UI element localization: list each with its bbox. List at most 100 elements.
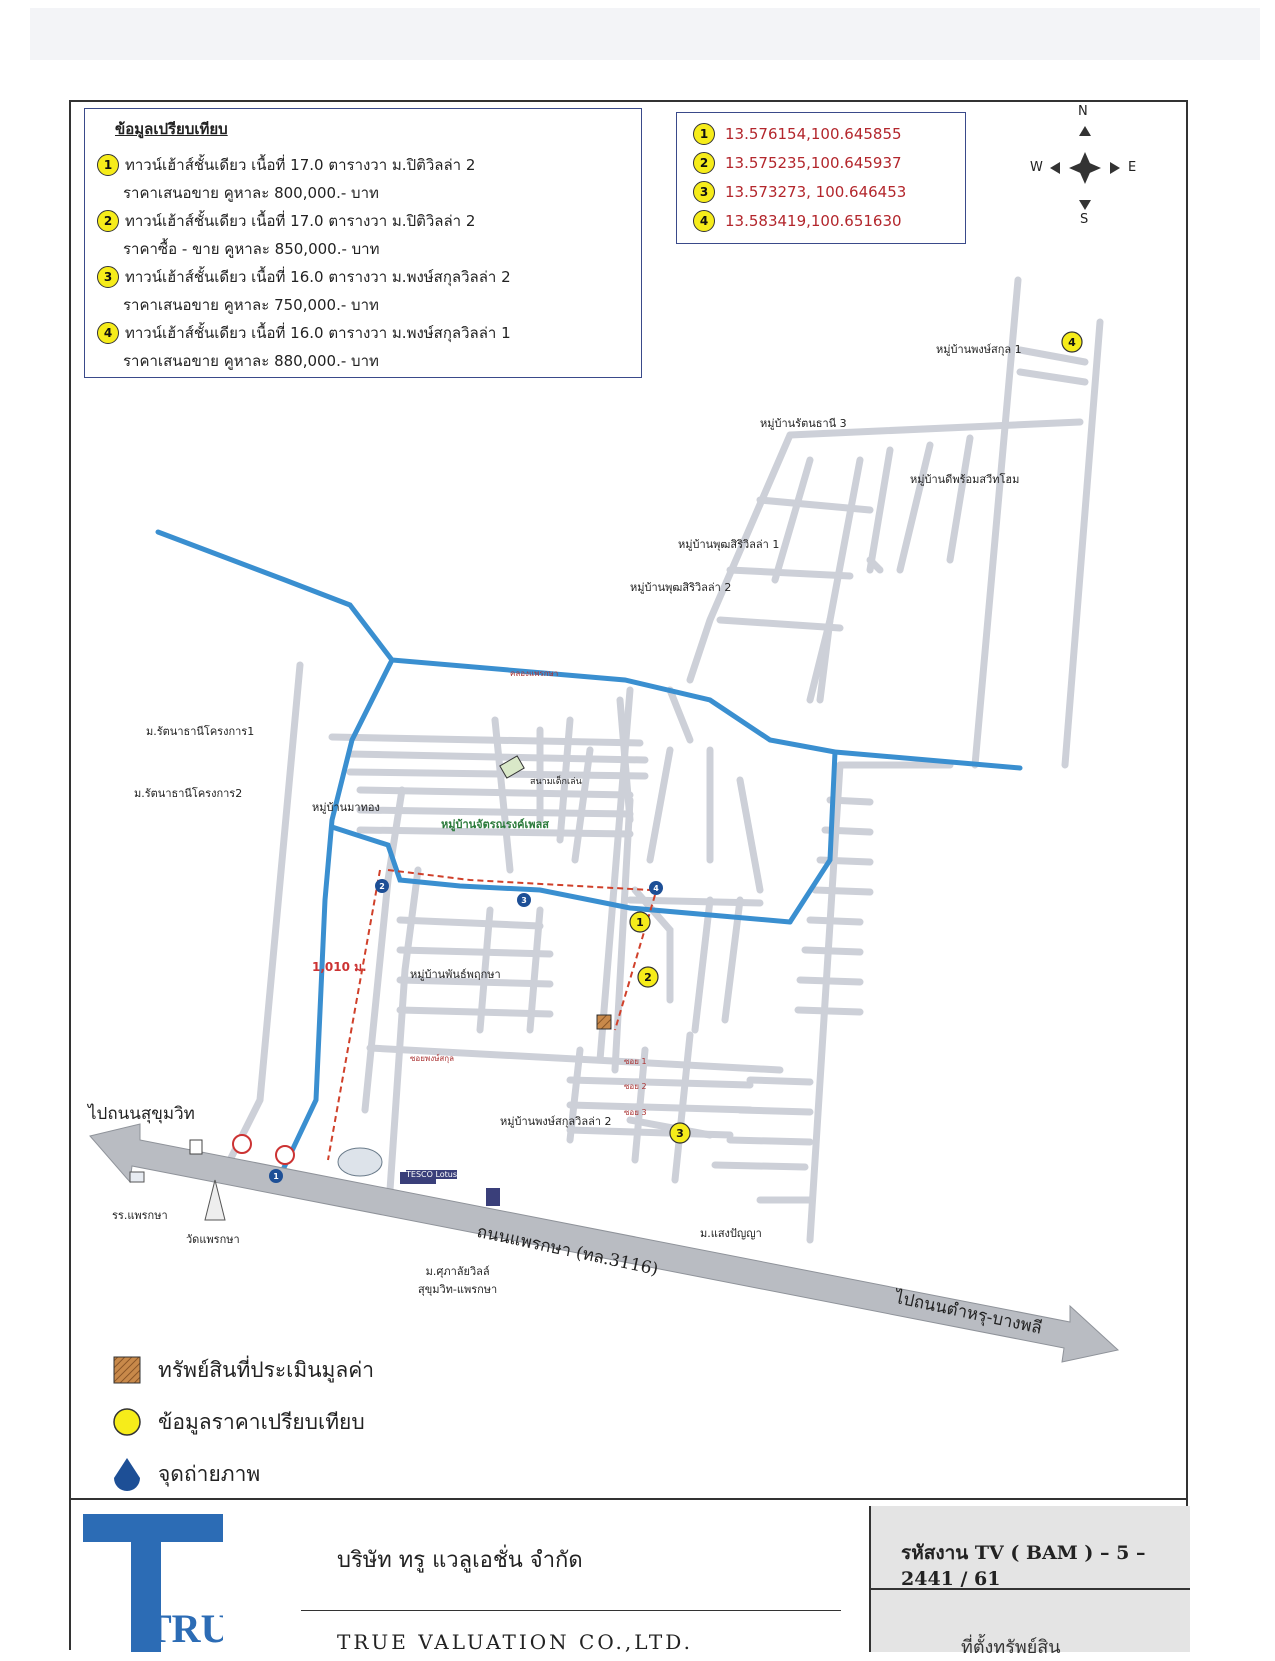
coordinate-value: 13.573273, 100.646453 <box>725 182 907 201</box>
village-label: หมู่บ้านพันธ์พฤกษา <box>410 968 501 981</box>
canal-praeksa <box>155 529 1023 771</box>
job-code-box: รหัสงาน TV ( BAM ) – 5 – 2441 / 61 ที่ตั… <box>869 1506 1190 1658</box>
footer: TRUE บริษัท ทรู แวลูเอชั่น จำกัด TRUE VA… <box>69 1498 1190 1658</box>
legend-label: ทรัพย์สินที่ประเมินมูลค่า <box>158 1357 375 1382</box>
canal-label: คลองแพรกษา <box>510 669 559 678</box>
compass-n: N <box>1078 104 1088 119</box>
bank-scb-icon <box>486 1188 500 1206</box>
photo-points <box>269 879 663 1183</box>
comparison-item-price: ราคาซื้อ - ขาย คูหาละ 850,000.- บาท <box>123 240 380 258</box>
compass-e: E <box>1128 160 1137 175</box>
mall-icon <box>337 1147 383 1177</box>
map-marker-3-num: 3 <box>676 1127 684 1140</box>
map-frame <box>69 100 1188 1650</box>
comparison-item-desc: ทาวน์เฮ้าส์ชั้นเดียว เนื้อที่ 17.0 ตาราง… <box>125 212 476 230</box>
yellow-circle-icon: 4 <box>97 322 119 344</box>
yellow-circle-icon: 1 <box>97 154 119 176</box>
legend-row: จุดถ่ายภาพ <box>112 1448 374 1500</box>
coordinate-row: 1 13.576154,100.645855 <box>693 119 949 148</box>
photo-point-2 <box>375 879 389 893</box>
village-label: หมู่บ้านจัตรณรงค์เพลส <box>441 818 549 831</box>
legend-label: จุดถ่ายภาพ <box>158 1461 261 1486</box>
hatched-square-icon <box>113 1356 141 1384</box>
blue-drop-icon <box>114 1458 140 1491</box>
job-code: รหัสงาน TV ( BAM ) – 5 – 2441 / 61 <box>901 1542 1146 1590</box>
seven-eleven-icon <box>189 1139 203 1155</box>
road-label: ซอยพงษ์สกุล <box>410 1054 455 1063</box>
road-network <box>226 276 1104 1244</box>
yellow-circle-icon: 3 <box>97 266 119 288</box>
photo-point-1 <box>269 1169 283 1183</box>
village-label: หมู่บ้านพงษ์สกุลวิลล่า 2 <box>500 1115 612 1128</box>
yellow-circle-icon: 2 <box>693 151 715 174</box>
comparison-item-price: ราคาเสนอขาย คูหาละ 800,000.- บาท <box>123 184 379 202</box>
village-label: ม.แสงปัญญา <box>700 1227 762 1240</box>
main-road <box>89 1123 1120 1363</box>
village-label: ม.รัตนาธานีโครงการ2 <box>134 787 243 800</box>
comparison-item-price: ราคาเสนอขาย คูหาละ 880,000.- บาท <box>123 352 379 370</box>
job-code-sub: ที่ตั้งทรัพย์สิน <box>961 1637 1061 1658</box>
map-marker-3 <box>669 1122 691 1144</box>
compass-icon <box>1050 126 1120 210</box>
compass-w: W <box>1030 160 1043 175</box>
comparison-item-desc: ทาวน์เฮ้าส์ชั้นเดียว เนื้อที่ 16.0 ตาราง… <box>125 268 511 286</box>
yellow-circle-icon: 4 <box>693 209 715 232</box>
comparison-box: ข้อมูลเปรียบเทียบ 1 ทาวน์เฮ้าส์ชั้นเดียว … <box>84 108 642 378</box>
map-marker-4 <box>1061 331 1083 353</box>
photo-point-3 <box>517 893 531 907</box>
scan-artifact <box>30 8 1260 60</box>
map-canvas: 1 2 3 4 12 34 <box>89 276 1120 1363</box>
coordinate-value: 13.583419,100.651630 <box>725 211 902 230</box>
playground-label: สนามเด็กเล่น <box>530 777 582 787</box>
yellow-circle-icon <box>113 1408 141 1436</box>
company-logo: TRUE <box>83 1514 223 1652</box>
comparison-title: ข้อมูลเปรียบเทียบ <box>115 120 228 138</box>
svg-text:2: 2 <box>379 882 385 891</box>
coordinate-value: 13.576154,100.645855 <box>725 124 902 143</box>
subject-property-marker <box>596 1014 612 1030</box>
road-east <box>806 761 844 1244</box>
village-label: หมู่บ้านพุฒสิริวิลล่า 2 <box>630 581 732 594</box>
compass-s: S <box>1080 212 1089 227</box>
yellow-circle-icon: 1 <box>693 122 715 145</box>
road-direction-label: ไปถนนสุขุมวิท <box>88 1104 195 1124</box>
village-label: หมู่บ้านมาทอง <box>312 801 380 814</box>
school-icon <box>129 1171 145 1183</box>
bank-icon-2 <box>275 1145 295 1165</box>
svg-text:1: 1 <box>273 1172 279 1181</box>
compass-rose: N S W E <box>1030 104 1140 232</box>
legend-row: ทรัพย์สินที่ประเมินมูลค่า <box>112 1344 374 1396</box>
coordinates-box: 1 13.576154,100.645855 2 13.575235,100.645… <box>676 112 966 244</box>
comparison-item-desc: ทาวน์เฮ้าส์ชั้นเดียว เนื้อที่ 16.0 ตาราง… <box>125 324 511 342</box>
svg-text:4: 4 <box>653 884 659 893</box>
comparison-item: 3 ทาวน์เฮ้าส์ชั้นเดียว เนื้อที่ 16.0 ตารา… <box>97 263 629 319</box>
road-label: ซอย 1 <box>624 1057 647 1066</box>
bank-icon <box>232 1134 252 1154</box>
comparison-item: 2 ทาวน์เฮ้าส์ชั้นเดียว เนื้อที่ 17.0 ตารา… <box>97 207 629 263</box>
yellow-circle-icon: 2 <box>97 210 119 232</box>
comparison-item-price: ราคาเสนอขาย คูหาละ 750,000.- บาท <box>123 296 379 314</box>
canal-network <box>155 529 1023 1179</box>
footer-divider <box>301 1610 841 1611</box>
coordinate-row: 2 13.575235,100.645937 <box>693 148 949 177</box>
comparison-item: 4 ทาวน์เฮ้าส์ชั้นเดียว เนื้อที่ 16.0 ตารา… <box>97 319 629 375</box>
village-label: หมู่บ้านรัตนธานี 3 <box>760 417 847 430</box>
distance-label: 1,010 ม. <box>312 960 367 974</box>
temple-label: วัดแพรกษา <box>186 1233 240 1246</box>
comparison-markers <box>629 331 1083 1144</box>
svg-text:3: 3 <box>521 896 527 905</box>
village-label: ม.รัตนาธานีโครงการ1 <box>146 725 255 738</box>
photo-point-4 <box>649 881 663 895</box>
road-label: ซอย 3 <box>624 1108 647 1117</box>
legend-label: ข้อมูลราคาเปรียบเทียบ <box>158 1409 365 1434</box>
map-marker-2-num: 2 <box>644 971 652 984</box>
coordinate-value: 13.575235,100.645937 <box>725 153 902 172</box>
comparison-item-desc: ทาวน์เฮ้าส์ชั้นเดียว เนื้อที่ 17.0 ตาราง… <box>125 156 476 174</box>
temple-icon <box>204 1179 226 1221</box>
map-legend: ทรัพย์สินที่ประเมินมูลค่า ข้อมูลราคาเปรี… <box>112 1344 374 1500</box>
logo-text: TRUE <box>145 1606 223 1651</box>
map-marker-2 <box>637 966 659 988</box>
map-marker-4-num: 4 <box>1068 336 1076 349</box>
canal-middle <box>329 824 793 925</box>
